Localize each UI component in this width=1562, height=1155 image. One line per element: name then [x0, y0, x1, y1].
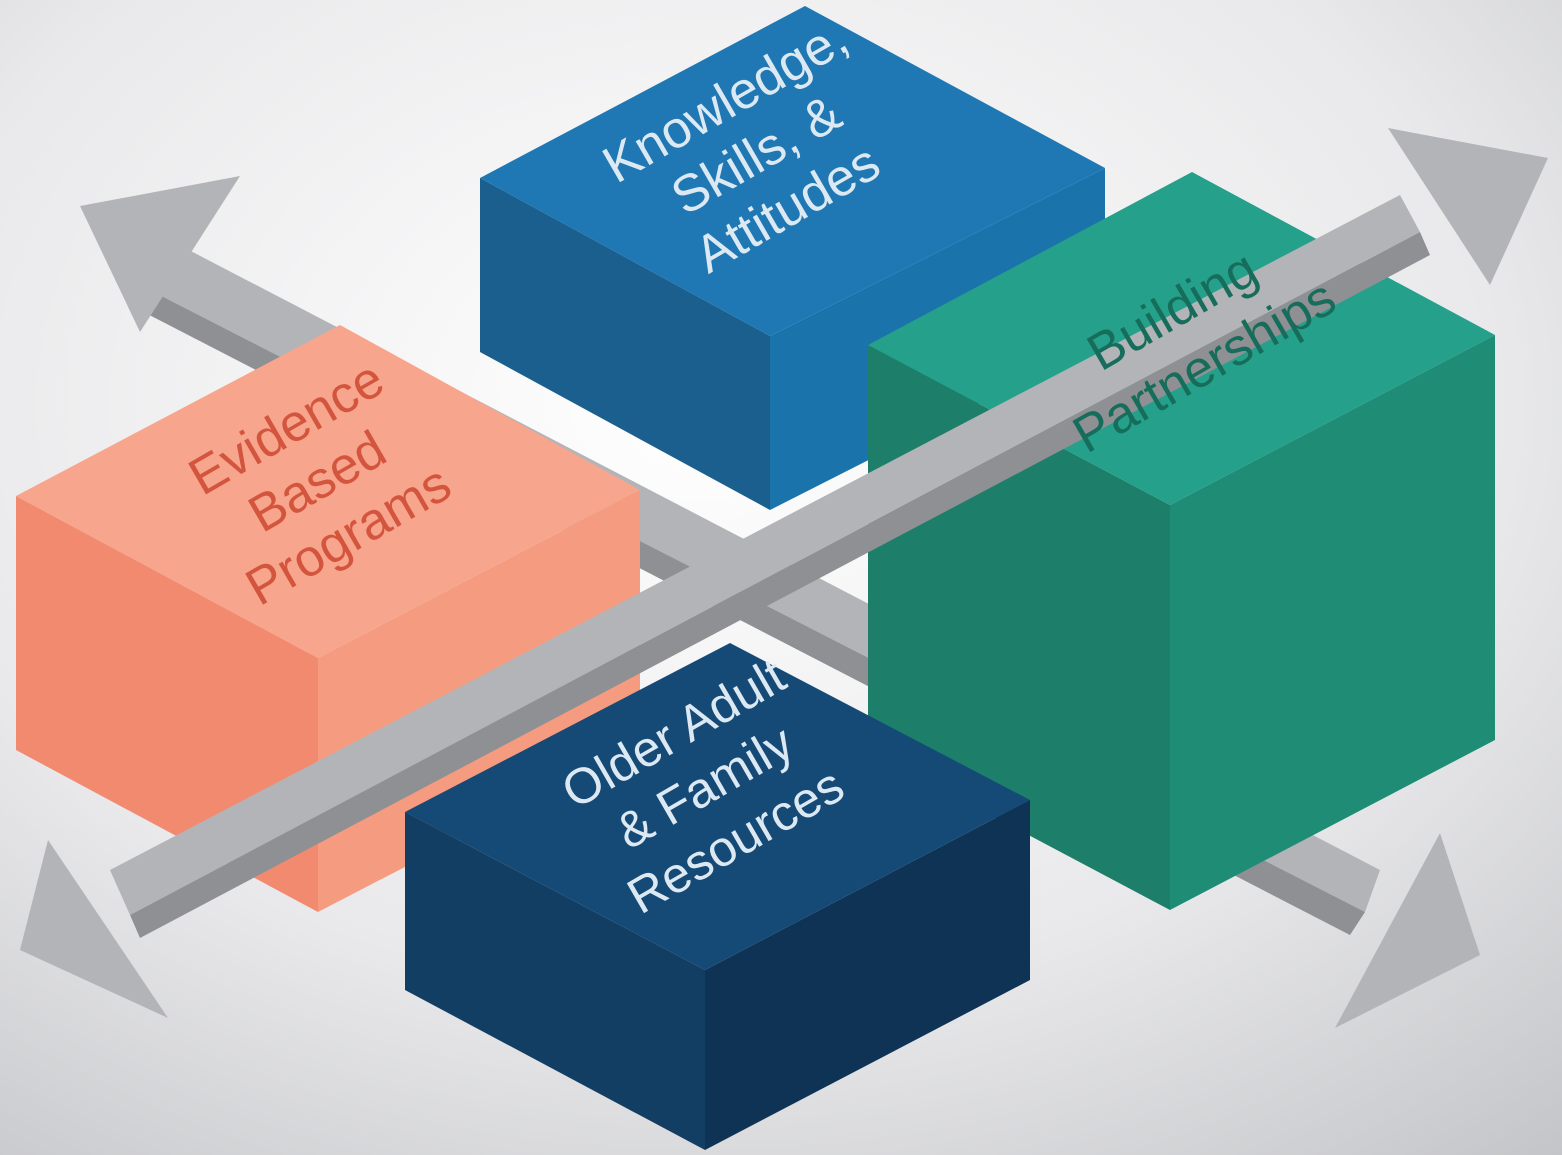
arrowhead-ne [1388, 128, 1548, 285]
arrowhead-se [1335, 833, 1480, 1028]
block-resources [405, 643, 1030, 1150]
arrow-sw-ne [20, 128, 1548, 1018]
arrowhead-sw [20, 840, 168, 1018]
arrowhead-nw [80, 176, 240, 332]
